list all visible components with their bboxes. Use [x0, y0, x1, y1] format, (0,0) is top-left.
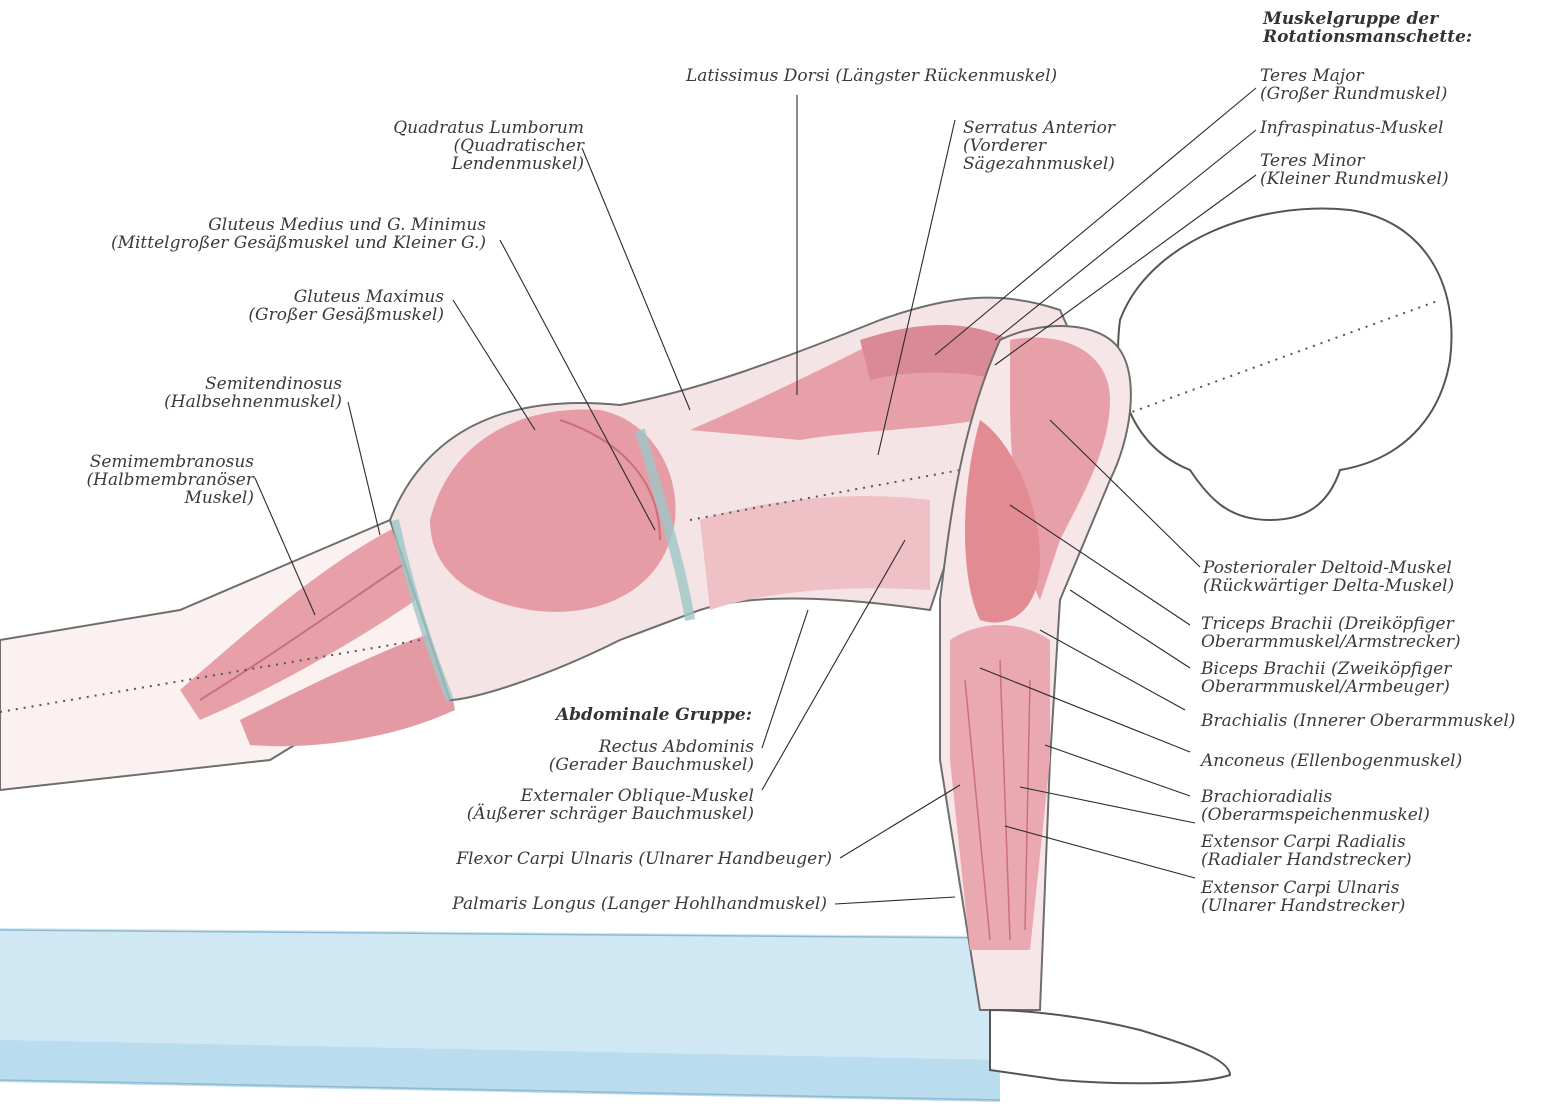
leader-quadratus [582, 148, 690, 410]
label-anconeus: Anconeus (Ellenbogenmuskel) [1201, 752, 1462, 770]
leader-brachialis [1040, 630, 1185, 710]
label-extensor-carpi-ulnaris: Extensor Carpi Ulnaris (Ulnarer Handstre… [1201, 879, 1405, 915]
leader-rectus [762, 610, 808, 748]
label-triceps-brachii: Triceps Brachii (Dreiköpfiger Oberarmmus… [1201, 615, 1461, 651]
label-semitendinosus: Semitendinosus (Halbsehnenmuskel) [164, 375, 342, 411]
label-posterior-deltoid: Posterioraler Deltoid-Muskel (Rückwärtig… [1203, 559, 1454, 595]
label-teres-minor: Teres Minor (Kleiner Rundmuskel) [1260, 152, 1449, 188]
label-external-oblique: Externaler Oblique-Muskel (Äußerer schrä… [467, 787, 754, 823]
header-rotator-cuff: Muskelgruppe der Rotationsmanschette: [1263, 10, 1472, 46]
label-quadratus-lumborum: Quadratus Lumborum (Quadratischer Lenden… [393, 119, 584, 173]
leader-gluteus-maximus [453, 300, 535, 430]
leader-palmaris [835, 897, 955, 904]
label-gluteus-maximus: Gluteus Maximus (Großer Gesäßmuskel) [248, 288, 444, 324]
leader-semitendinosus [348, 402, 380, 535]
head [1110, 208, 1452, 520]
leader-brachioradialis [1045, 745, 1190, 796]
leader-fcu [840, 785, 960, 858]
header-abdominal-group: Abdominale Gruppe: [556, 706, 752, 724]
label-gluteus-medius: Gluteus Medius und G. Minimus (Mittelgro… [111, 216, 486, 252]
legs [0, 520, 455, 790]
label-palmaris-longus: Palmaris Longus (Langer Hohlhandmuskel) [452, 895, 827, 913]
label-brachioradialis: Brachioradialis (Oberarmspeichenmuskel) [1201, 788, 1430, 824]
label-infraspinatus: Infraspinatus-Muskel [1260, 119, 1443, 137]
label-extensor-carpi-radialis: Extensor Carpi Radialis (Radialer Handst… [1201, 833, 1412, 869]
exercise-mat [0, 928, 1000, 1102]
label-serratus-anterior: Serratus Anterior (Vorderer Sägezahnmusk… [963, 119, 1115, 173]
label-latissimus-dorsi: Latissimus Dorsi (Längster Rückenmuskel) [686, 67, 1057, 85]
label-semimembranosus: Semimembranosus (Halbmembranöser Muskel) [87, 453, 254, 507]
label-brachialis: Brachialis (Innerer Oberarmmuskel) [1201, 712, 1515, 730]
label-teres-major: Teres Major (Großer Rundmuskel) [1260, 67, 1447, 103]
label-biceps-brachii: Biceps Brachii (Zweiköpfiger Oberarmmusk… [1201, 660, 1451, 696]
label-flexor-carpi-ulnaris: Flexor Carpi Ulnaris (Ulnarer Handbeuger… [456, 850, 832, 868]
label-rectus-abdominis: Rectus Abdominis (Gerader Bauchmuskel) [549, 738, 754, 774]
